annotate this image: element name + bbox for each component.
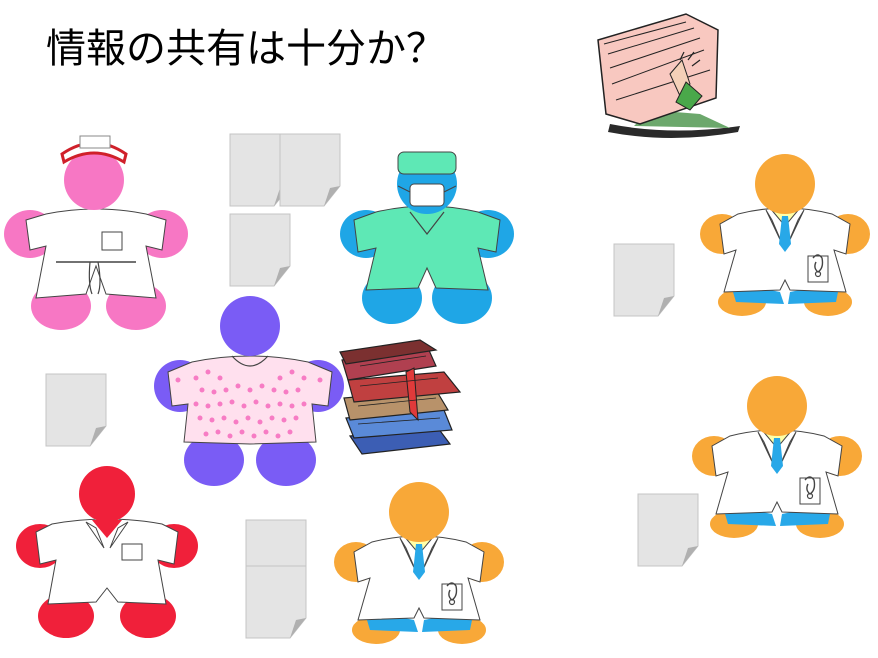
document-icon bbox=[245, 565, 307, 639]
doctor-figure bbox=[691, 375, 863, 539]
document-icon bbox=[637, 493, 699, 567]
doctor-figure bbox=[333, 481, 505, 645]
patient-figure bbox=[154, 296, 344, 486]
document-icon bbox=[229, 213, 291, 287]
surgeon-figure bbox=[340, 151, 514, 324]
overwhelmed-with-papers-icon bbox=[597, 13, 740, 138]
staff-figure bbox=[16, 466, 198, 638]
doctor-figure bbox=[699, 153, 871, 317]
book-stack-icon bbox=[339, 339, 462, 455]
document-icon bbox=[613, 243, 675, 317]
slide-title: 情報の共有は十分か？ bbox=[46, 26, 446, 72]
nurse-figure bbox=[4, 135, 188, 330]
document-icon bbox=[45, 373, 107, 447]
document-icon bbox=[279, 133, 341, 207]
